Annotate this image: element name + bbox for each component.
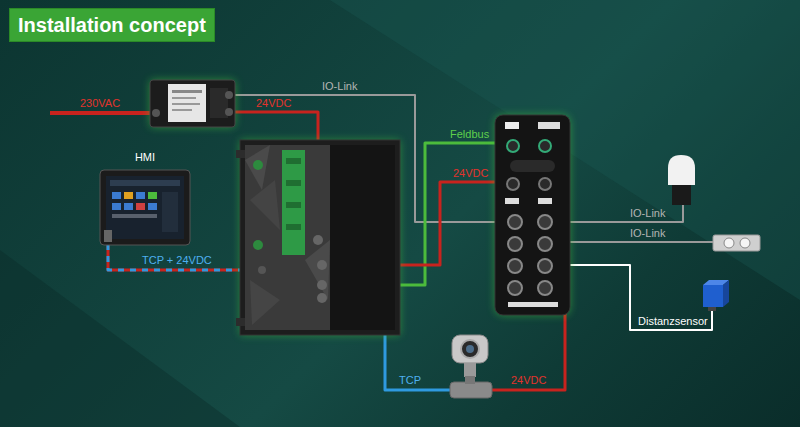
voltage-label: 24VDC	[511, 374, 546, 387]
signal-label: TCP	[399, 374, 421, 387]
signal-label: IO-Link	[630, 207, 665, 220]
voltage-label: 230VAC	[80, 97, 120, 110]
power-wire	[50, 111, 150, 115]
camera	[450, 335, 492, 398]
io-link-device	[713, 235, 760, 251]
device-label: Distanzsensor	[638, 315, 708, 328]
hmi-panel	[100, 170, 190, 245]
io-link-wire	[555, 241, 713, 243]
diagram-title: Installation concept	[10, 9, 214, 41]
controller-cabinet	[236, 140, 400, 335]
background-facet	[0, 250, 240, 427]
distance-sensor	[703, 280, 729, 311]
signal-light	[668, 155, 695, 205]
signal-label: IO-Link	[322, 80, 357, 93]
wires	[50, 95, 713, 390]
signal-label: Feldbus	[450, 128, 489, 141]
signal-label: TCP + 24VDC	[142, 254, 212, 267]
io-link-wire	[570, 205, 683, 222]
device-node: HMI	[100, 151, 190, 164]
voltage-label: 24VDC	[256, 97, 291, 110]
power-supply	[150, 80, 235, 127]
voltage-label: 24VDC	[453, 167, 488, 180]
sensor-wire	[555, 265, 712, 330]
signal-label: IO-Link	[630, 227, 665, 240]
device-label: HMI	[100, 151, 190, 164]
fieldbus-module	[495, 115, 570, 315]
